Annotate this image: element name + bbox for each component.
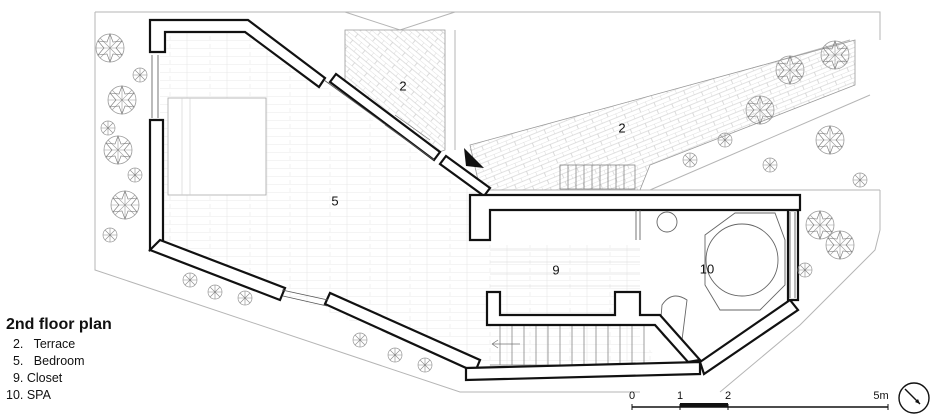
scale-bar bbox=[631, 403, 889, 410]
legend-item-bedroom: 5. Bedroom bbox=[6, 354, 85, 368]
north-arrow-icon bbox=[898, 382, 930, 414]
scale-tick-label: 5m bbox=[873, 390, 889, 402]
legend-item-closet: 9. Closet bbox=[6, 371, 63, 385]
entry-arrow-icon bbox=[464, 148, 484, 168]
walls bbox=[148, 18, 802, 382]
scale-tick-label: 1 bbox=[676, 390, 684, 402]
scale-tick-label: 0 bbox=[628, 390, 636, 402]
closet-floor bbox=[490, 249, 640, 287]
legend: 2nd floor plan 2. Terrace 5. Bedroom 9. … bbox=[6, 316, 176, 404]
legend-item-spa: 10. SPA bbox=[6, 388, 51, 402]
room-label-terrace-right: 2 bbox=[618, 120, 626, 136]
room-label-spa: 10 bbox=[699, 261, 715, 277]
room-label-closet: 9 bbox=[552, 262, 560, 278]
legend-item-terrace: 2. Terrace bbox=[6, 337, 76, 351]
scale-tick-label: 2 bbox=[724, 390, 732, 402]
windows bbox=[151, 55, 796, 307]
room-label-bedroom: 5 bbox=[331, 193, 339, 209]
legend-title: 2nd floor plan bbox=[6, 316, 112, 333]
bedroom-floor bbox=[160, 30, 660, 368]
room-label-terrace-left: 2 bbox=[399, 78, 407, 94]
light-well bbox=[167, 97, 267, 196]
